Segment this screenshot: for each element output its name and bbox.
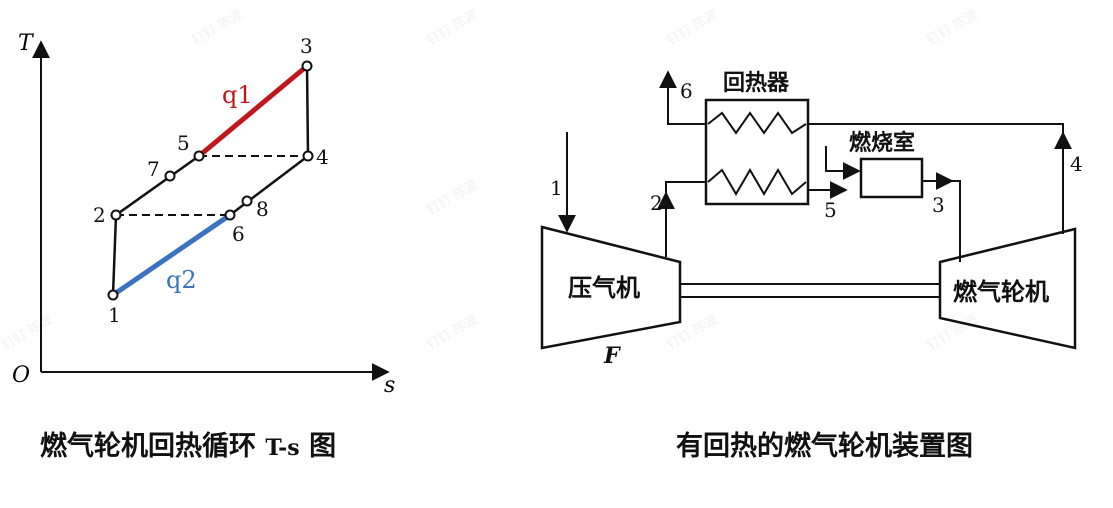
plant-diagram-caption: 有回热的燃气轮机装置图 bbox=[676, 431, 973, 462]
t-axis-label: T bbox=[18, 31, 35, 56]
stream-label-5: 5 bbox=[824, 198, 837, 222]
regenerator-box bbox=[704, 98, 810, 206]
s-axis-label: s bbox=[384, 373, 395, 398]
process-3-4 bbox=[305, 65, 310, 157]
state-point-3 bbox=[301, 60, 313, 72]
state-point-1 bbox=[107, 289, 119, 301]
caption-left-var: T-s bbox=[265, 435, 300, 461]
state-point-6 bbox=[224, 209, 236, 221]
watermark: 钉钉 陈波 bbox=[424, 177, 481, 219]
state-point-8 bbox=[241, 195, 253, 207]
heat-in-label: q1 bbox=[222, 81, 253, 109]
state-point-4 bbox=[302, 150, 314, 162]
process-1-2 bbox=[111, 214, 118, 296]
caption-left-end: 图 bbox=[309, 431, 337, 462]
watermark: 钉钉 陈波 bbox=[664, 312, 721, 354]
stream-label-3: 3 bbox=[932, 193, 945, 217]
point-label-5: 5 bbox=[177, 131, 190, 155]
watermark: 钉钉 陈波 bbox=[924, 312, 981, 354]
plant-diagram bbox=[540, 70, 1077, 350]
watermark: 钉钉 陈波 bbox=[189, 7, 246, 49]
watermark: 钉钉 陈波 bbox=[424, 7, 481, 49]
heat-out-label: q2 bbox=[166, 266, 197, 294]
regenerator-label: 回热器 bbox=[723, 70, 790, 96]
stream-label-6: 6 bbox=[680, 79, 693, 103]
point-label-8: 8 bbox=[256, 197, 269, 221]
state-point-5 bbox=[193, 150, 205, 162]
ts-diagram-caption: 燃气轮机回热循环 T-s 图 bbox=[40, 424, 336, 463]
combustor-box bbox=[859, 157, 924, 199]
stream-2-pipe bbox=[665, 181, 706, 257]
caption-left-main: 燃气轮机回热循环 bbox=[40, 431, 256, 462]
point-label-7: 7 bbox=[147, 157, 160, 181]
point-label-4: 4 bbox=[316, 145, 329, 169]
point-label-3: 3 bbox=[300, 34, 313, 58]
fuel-inlet bbox=[825, 146, 861, 180]
stream-4-pipe bbox=[808, 123, 1064, 234]
origin-label: O bbox=[12, 363, 30, 388]
watermark: 钉钉 陈波 bbox=[924, 7, 981, 49]
watermark: 钉钉 陈波 bbox=[424, 312, 481, 354]
compressor-label: 压气机 bbox=[568, 273, 640, 302]
turbine-body bbox=[938, 227, 1077, 350]
regenerator-coil-upper bbox=[707, 111, 807, 135]
regenerator-coil-lower bbox=[707, 168, 807, 196]
heat-out-line-q2 bbox=[111, 212, 232, 298]
compressor-body bbox=[540, 225, 682, 350]
stream-label-4: 4 bbox=[1070, 152, 1083, 176]
heat-in-line-q1 bbox=[197, 64, 309, 158]
ts-diagram: T s O 1 2 3 4 5 6 bbox=[12, 31, 395, 398]
process-4-6 bbox=[229, 155, 309, 216]
process-2-5 bbox=[115, 154, 200, 217]
watermark: 钉钉 陈波 bbox=[664, 7, 721, 49]
watermark: 钉钉 陈波 bbox=[0, 312, 56, 354]
shaft-label: F bbox=[603, 343, 621, 369]
state-point-7 bbox=[164, 170, 176, 182]
stream-label-1: 1 bbox=[550, 176, 563, 200]
state-point-2 bbox=[110, 209, 122, 221]
combustor-label: 燃烧室 bbox=[849, 130, 915, 156]
point-label-1: 1 bbox=[108, 303, 121, 327]
point-label-2: 2 bbox=[93, 203, 106, 227]
turbine-label: 燃气轮机 bbox=[953, 277, 1049, 306]
stream-6-pipe bbox=[659, 70, 706, 125]
stream-label-2: 2 bbox=[650, 191, 663, 215]
point-label-6: 6 bbox=[232, 222, 245, 246]
